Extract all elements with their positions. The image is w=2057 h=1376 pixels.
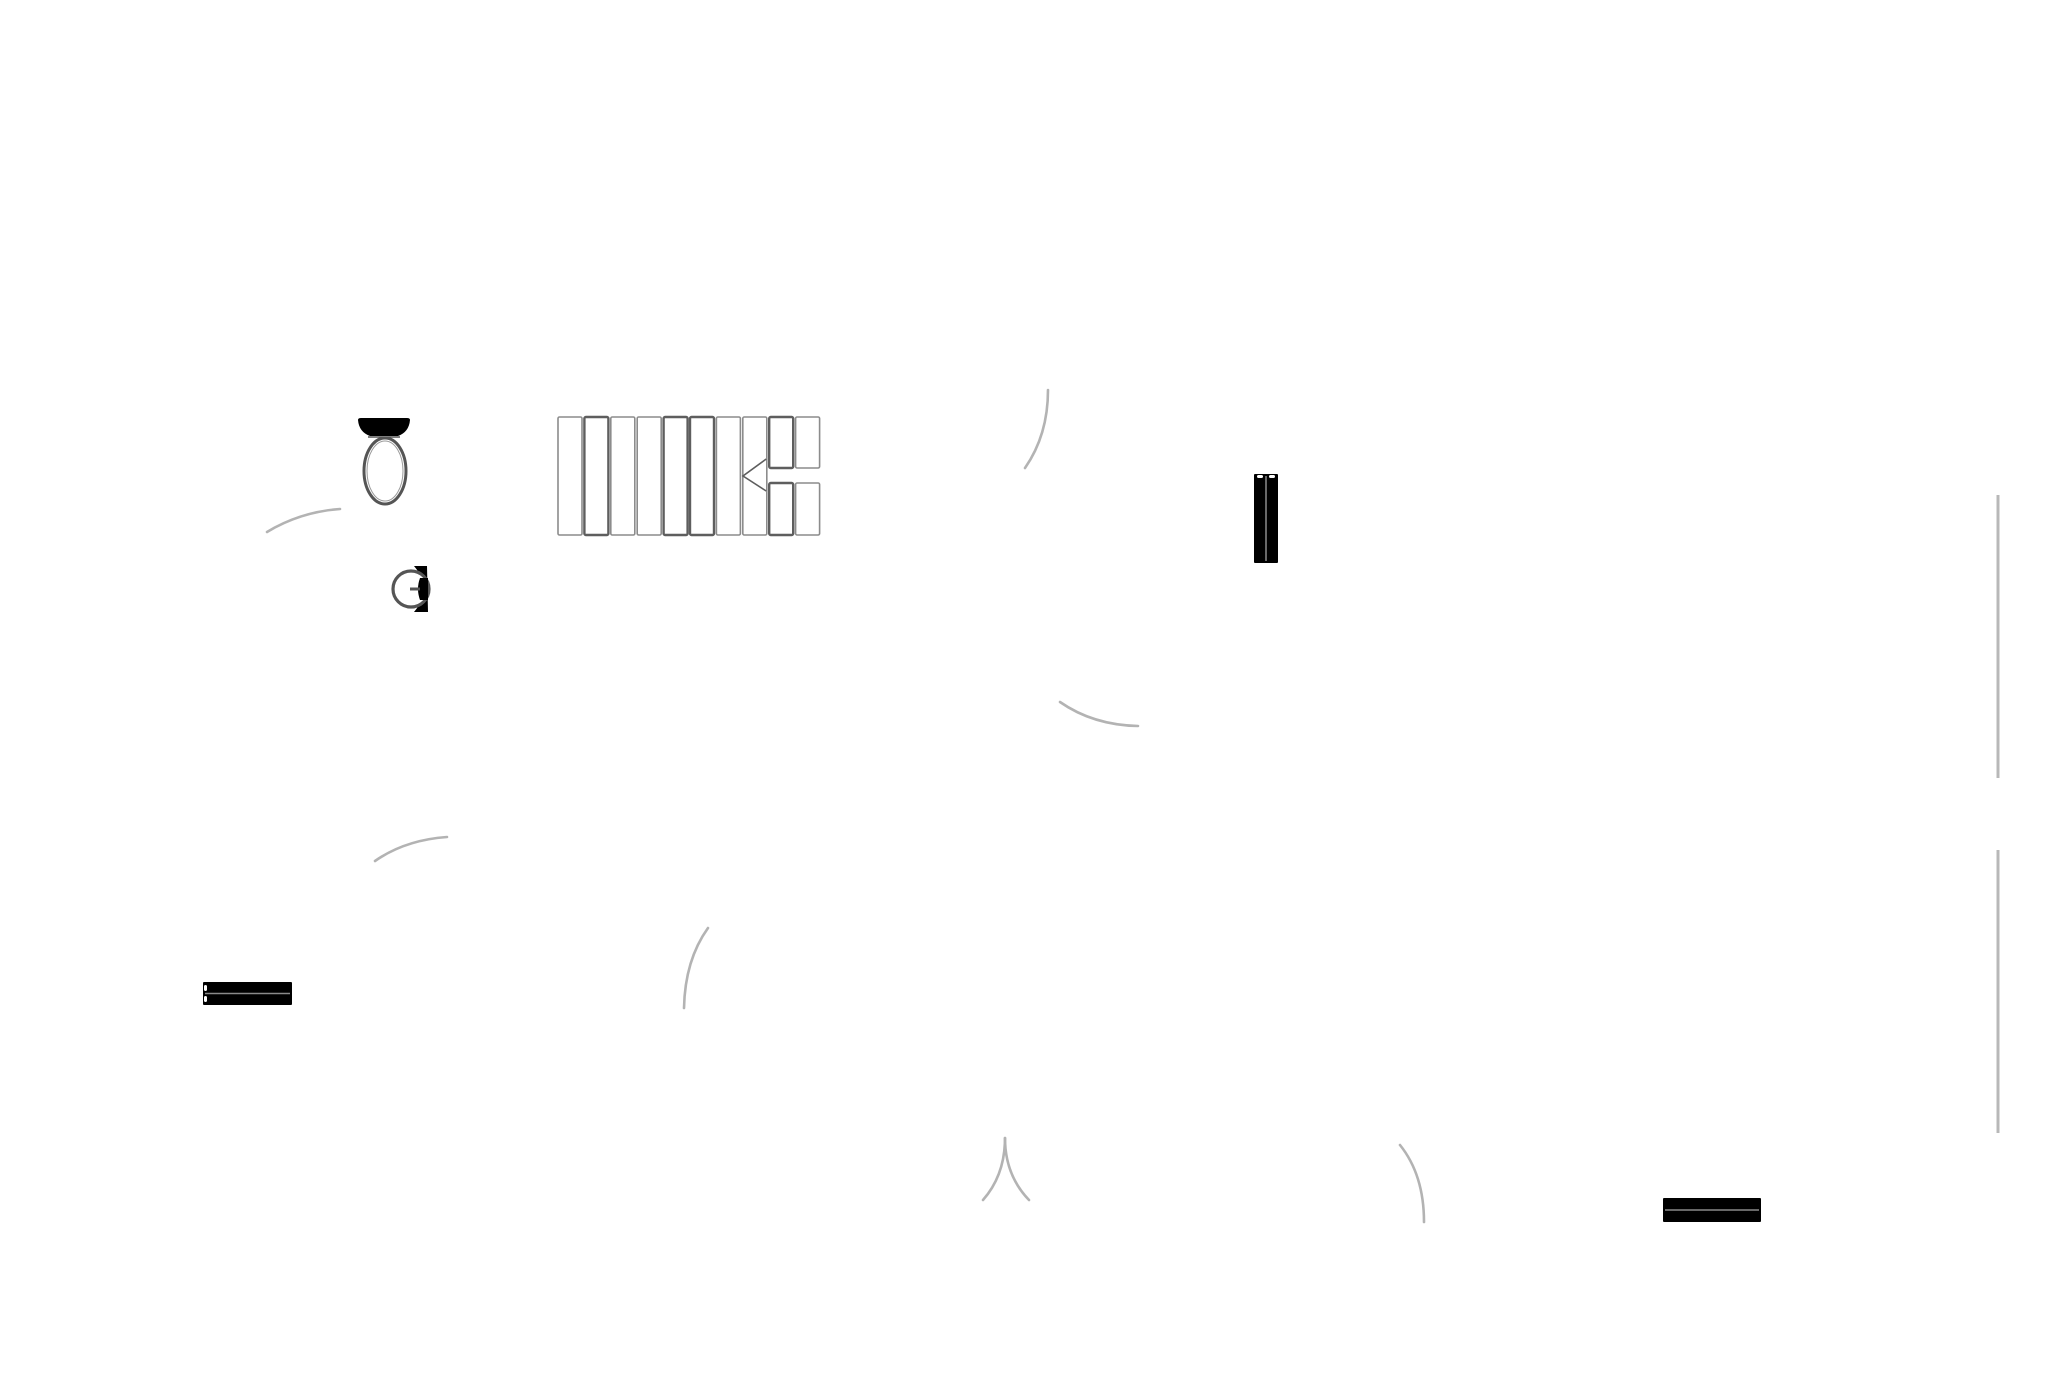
stair-tread [609,416,636,536]
toilet-icon [358,418,410,506]
door-swing-arc [265,507,342,534]
radiator-cap [1257,475,1263,478]
door-swing-arc [682,926,710,1010]
washbasin-icon [391,566,431,612]
stair-tread [768,481,795,537]
radiator-icon [203,982,292,1005]
door-swing-arc [1398,1143,1426,1224]
stair-tread [715,416,742,536]
door-swing-arc [1023,388,1050,470]
radiator-cap [204,996,207,1002]
radiator-icon [1663,1198,1761,1222]
radiator-cap [204,985,207,991]
toilet-bowl-inner [366,440,404,502]
door-swing-arc [981,1136,1007,1202]
radiator-icon [1254,474,1278,563]
double-door-swing [981,1136,1031,1202]
stair-tread [741,416,768,536]
stair-tread [794,416,821,469]
toilet-bowl [362,436,408,506]
stair-tread [662,415,689,537]
stair-tread [557,416,583,536]
stair-tread [583,415,610,537]
toilet-tank [358,418,410,436]
radiator-cap [1269,475,1275,478]
staircase [557,415,821,537]
door-swing-arc [1058,700,1140,728]
stair-tread [688,415,716,537]
washbasin-tap-recess [418,578,428,600]
stair-direction-arrow-icon [741,458,767,492]
door-swing-arc [373,835,449,863]
door-swing-arc [1003,1136,1031,1202]
stair-tread [768,415,795,470]
stair-tread [636,416,663,536]
stair-tread [794,482,821,536]
